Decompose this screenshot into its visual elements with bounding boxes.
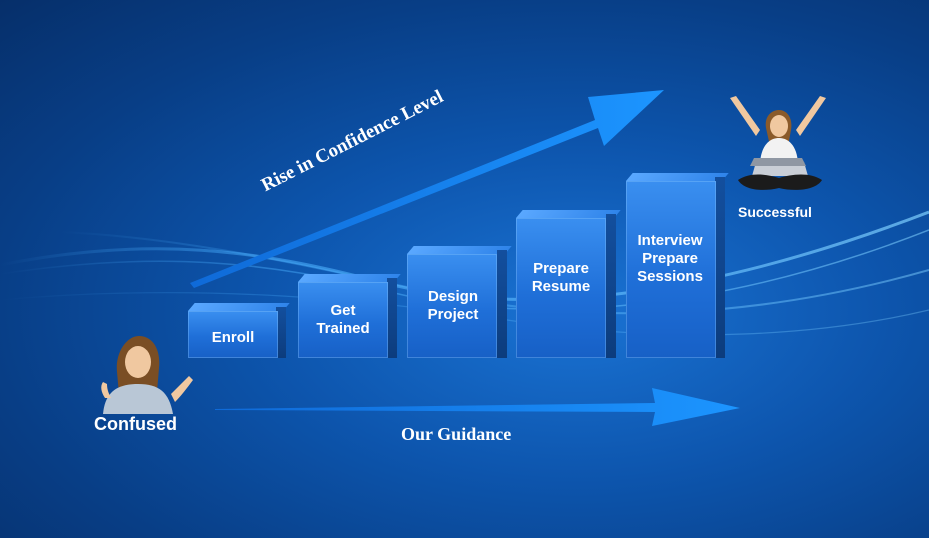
guidance-label: Our Guidance bbox=[401, 424, 512, 444]
end-label: Successful bbox=[738, 204, 812, 220]
step-prepare-resume: Prepare Resume bbox=[516, 210, 624, 358]
step-label-design-project: Design Project bbox=[427, 288, 479, 323]
confused-person-image bbox=[101, 336, 193, 414]
guidance-arrow bbox=[215, 388, 740, 426]
step-enroll: Enroll bbox=[188, 303, 293, 358]
step-design-project: Design Project bbox=[407, 246, 515, 358]
successful-person-image bbox=[730, 96, 826, 190]
step-label-prepare-resume: Prepare Resume bbox=[531, 260, 591, 295]
rise-arrow bbox=[190, 90, 664, 288]
step-label-enroll: Enroll bbox=[211, 329, 255, 346]
step-get-trained: Get Trained bbox=[298, 274, 404, 358]
step-label-get-trained: Get Trained bbox=[316, 302, 370, 337]
step-label-interview-prepare-sessions: Interview Prepare Sessions bbox=[637, 232, 703, 285]
start-label: Confused bbox=[94, 414, 177, 434]
step-interview-prepare-sessions: Interview Prepare Sessions bbox=[626, 173, 732, 358]
